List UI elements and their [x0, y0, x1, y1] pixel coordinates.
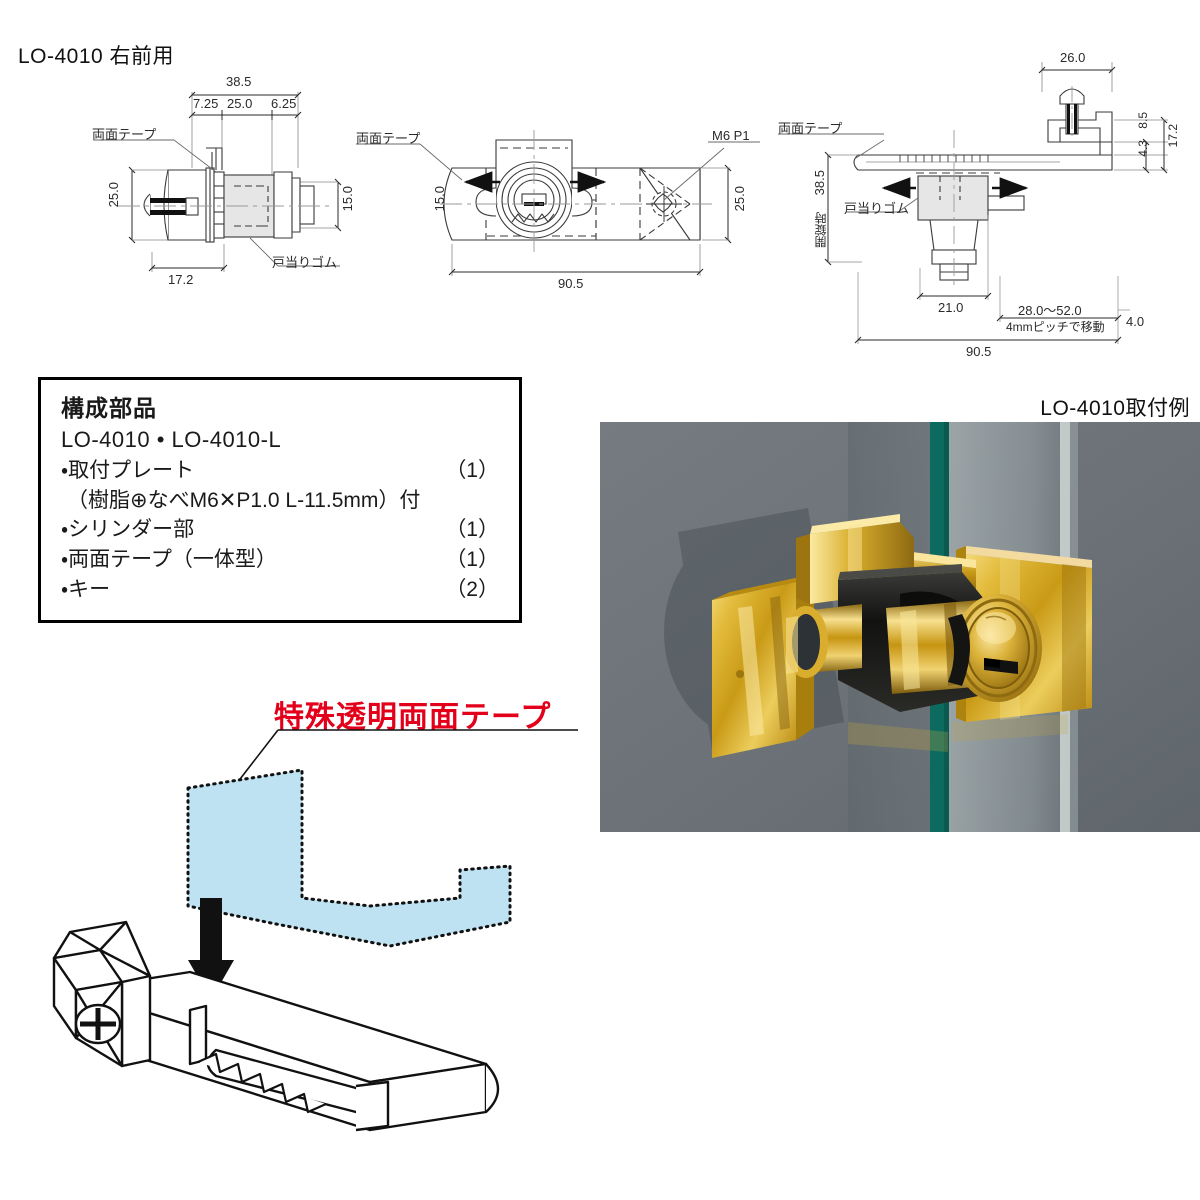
- parts-qty: （1）: [445, 518, 499, 542]
- dim-left-height-left: 25.0: [106, 182, 121, 208]
- parts-row: ・両面テープ（一体型） （1）: [61, 545, 503, 575]
- parts-row: ・取付プレート （1）: [61, 456, 503, 486]
- parts-row-sub: （樹脂⊕なべM6✕P1.0 L-11.5mm）付: [67, 488, 421, 512]
- dim-right-adjust-range: 28.0〜52.0: [1018, 303, 1082, 318]
- dim-left-seg-a: 7.25: [193, 96, 219, 111]
- parts-bullet: ・: [61, 458, 69, 482]
- transparent-tape-shape: [186, 768, 512, 948]
- photo-render: [600, 422, 1200, 832]
- parts-row: ・キー （2）: [61, 575, 503, 605]
- dim-right-end-gap: 4.0: [1126, 314, 1145, 329]
- parts-models: LO-4010 • LO-4010-L: [61, 426, 282, 452]
- parts-qty: （2）: [445, 578, 499, 602]
- screw-icon: [74, 1003, 122, 1045]
- dim-left-depth: 17.2: [168, 272, 194, 287]
- label-right-pitch-note: 4mmピッチで移動: [1006, 320, 1105, 334]
- parts-label: 両面テープ（一体型）: [68, 548, 277, 572]
- page-title: LO-4010 右前用: [18, 45, 175, 68]
- parts-bullet: ・: [61, 518, 69, 542]
- dim-left-seg-b: 25.0: [227, 96, 253, 111]
- label-middle-thread: M6 P1: [712, 128, 750, 143]
- label-middle-tape: 両面テープ: [356, 131, 421, 146]
- dim-right-unlocked-height: 38.5: [812, 170, 827, 196]
- parts-heading: 構成部品: [61, 395, 157, 421]
- parts-qty: （1）: [445, 458, 499, 482]
- dim-middle-height-left: 15.0: [432, 186, 447, 212]
- dim-right-top-width: 26.0: [1060, 50, 1086, 65]
- parts-qty: （1）: [445, 548, 499, 572]
- label-right-tape: 両面テープ: [778, 121, 843, 136]
- dim-left-overall-width: 38.5: [226, 74, 252, 89]
- parts-label: キー: [68, 578, 111, 602]
- dim-right-center-offset: 21.0: [938, 300, 964, 315]
- installation-photo: [600, 422, 1200, 832]
- parts-label: 取付プレート: [68, 458, 195, 482]
- dim-right-t-small: 4.3: [1136, 140, 1150, 157]
- photo-caption: LO-4010取付例: [1040, 397, 1190, 420]
- isometric-assembly-diagram: [52, 729, 578, 1132]
- dim-right-length: 90.5: [966, 344, 992, 359]
- left-view-geometry: [94, 91, 342, 272]
- dim-left-height-right: 15.0: [340, 186, 355, 212]
- label-right-unlocked: 開錠時: [814, 212, 828, 248]
- dim-left-seg-c: 6.25: [271, 96, 297, 111]
- parts-row: ・シリンダー部 （1）: [61, 515, 503, 545]
- label-left-rubber: 戸当りゴム: [272, 255, 338, 270]
- parts-label: シリンダー部: [68, 518, 195, 542]
- middle-view-geometry: [356, 130, 760, 276]
- parts-bullet: ・: [61, 578, 69, 602]
- dim-middle-length: 90.5: [558, 276, 584, 291]
- technical-drawings-group: [94, 62, 1168, 344]
- parts-list-box: 構成部品 LO-4010 • LO-4010-L ・取付プレート （1） （樹脂…: [38, 377, 522, 623]
- dim-right-t-mid: 8.5: [1136, 112, 1150, 129]
- dim-middle-height-right: 25.0: [732, 186, 747, 212]
- right-view-geometry: [778, 62, 1168, 344]
- special-tape-callout: 特殊透明両面テープ: [274, 701, 552, 734]
- parts-bullet: ・: [61, 548, 69, 572]
- dim-right-t-total: 17.2: [1166, 124, 1180, 148]
- label-left-tape: 両面テープ: [92, 127, 157, 142]
- label-right-rubber: 戸当りゴム: [844, 201, 910, 216]
